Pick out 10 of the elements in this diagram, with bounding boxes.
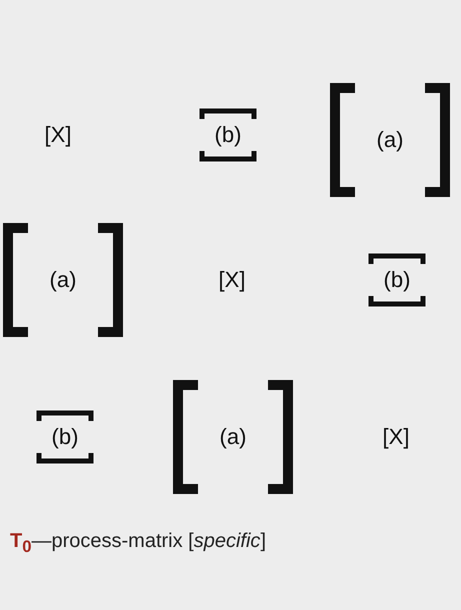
matrix-entry: [X] — [44, 122, 72, 148]
matrix-entry: (b) — [52, 424, 78, 450]
matrix-entry: [X] — [218, 267, 246, 293]
matrix-entry: [X] — [382, 424, 410, 450]
matrix-entry: (a) — [376, 127, 404, 153]
matrix-entry: (b) — [214, 122, 242, 148]
caption: T$_{0}$—process-matrix [specific] — [10, 530, 266, 557]
matrix-entry: (a) — [50, 267, 76, 293]
matrix-entry: (b) — [384, 267, 410, 293]
matrix-entry: (a) — [220, 424, 246, 450]
